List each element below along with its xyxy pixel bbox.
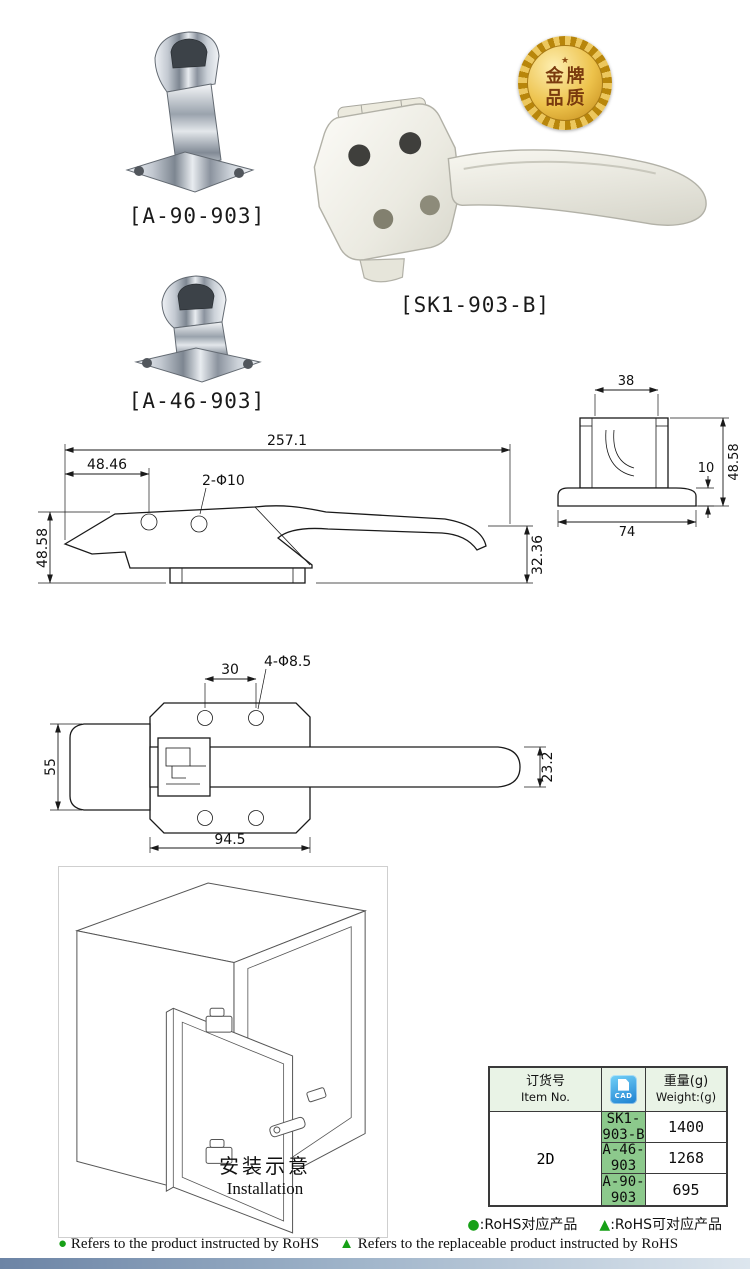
side-view-drawing: 257.1 48.46 2-Φ10 48.58 32.36 bbox=[35, 433, 546, 584]
rohs-triangle-icon: ▲ bbox=[599, 1217, 611, 1233]
installation-caption-en: Installation bbox=[226, 1179, 304, 1198]
installation-panel bbox=[58, 866, 388, 1238]
col-header-item-en: Item No. bbox=[521, 1090, 570, 1105]
dim-keeper-base-width: 74 bbox=[619, 525, 636, 537]
badge-text-bottom: 品质 bbox=[545, 87, 588, 109]
rohs-note-en: ● Refers to the product instructed by Ro… bbox=[58, 1236, 748, 1253]
col-header-weight-en: Weight:(g) bbox=[655, 1090, 717, 1105]
rohs-zh-dot-text: :RoHS对应产品 bbox=[479, 1217, 578, 1233]
dim-arm-width: 23.2 bbox=[540, 751, 555, 782]
dim-hole-spacing: 30 bbox=[221, 662, 239, 678]
footer-gradient-bar bbox=[0, 1258, 750, 1269]
dim-hole-callout: 2-Φ10 bbox=[202, 473, 245, 489]
installation-caption-zh: 安装示意 bbox=[219, 1154, 311, 1178]
gold-quality-badge: ★ 金牌 品质 bbox=[518, 36, 612, 130]
rohs-zh-tri-text: :RoHS可对应产品 bbox=[610, 1217, 722, 1233]
installation-drawing bbox=[75, 882, 367, 1234]
spec-table: 订货号 Item No. CAD 重量(g) Weight:(g) SK1-90… bbox=[488, 1066, 728, 1207]
rohs-triangle-icon-en: ▲ bbox=[339, 1236, 354, 1252]
weight-cell-1400: 1400 bbox=[646, 1112, 726, 1143]
rohs-dot-icon-en: ● bbox=[58, 1236, 68, 1252]
cad-icon-label: CAD bbox=[614, 1091, 633, 1100]
top-view-drawing: 30 4-Φ8.5 55 23.2 94.5 bbox=[43, 654, 555, 853]
photo-keeper-a90 bbox=[125, 31, 255, 193]
dim-plate-width: 94.5 bbox=[214, 832, 245, 848]
dim-hole-offset: 48.46 bbox=[87, 457, 127, 473]
rohs-dot-icon: ● bbox=[467, 1217, 480, 1233]
installation-caption: 安装示意 Installation bbox=[170, 1150, 360, 1199]
cad-type-cell: 2D bbox=[490, 1112, 602, 1205]
keeper-view-drawing: 38 10 48.58 74 bbox=[557, 374, 742, 537]
badge-star-icon: ★ bbox=[560, 55, 570, 66]
weight-cell-695: 695 bbox=[646, 1174, 726, 1205]
label-a46-903: [A-46-903] bbox=[128, 389, 266, 413]
item-cell-a90-903: A-90-903 bbox=[602, 1173, 646, 1206]
col-header-item-zh: 订货号 bbox=[525, 1074, 565, 1090]
col-header-weight-zh: 重量(g) bbox=[663, 1074, 709, 1090]
col-header-cad: CAD bbox=[602, 1068, 646, 1112]
dim-keeper-step: 10 bbox=[698, 461, 715, 476]
item-cell-a46-903: A-46-903 bbox=[602, 1142, 646, 1174]
cad-icon: CAD bbox=[610, 1075, 637, 1104]
badge-text-top: 金牌 bbox=[545, 65, 588, 87]
dim-holes-callout: 4-Φ8.5 bbox=[264, 654, 311, 670]
col-header-item: 订货号 Item No. bbox=[490, 1068, 602, 1112]
rohs-en-tri-text: Refers to the replaceable product instru… bbox=[357, 1236, 679, 1252]
photo-keeper-a46 bbox=[134, 275, 262, 383]
dim-keeper-top-width: 38 bbox=[618, 374, 635, 389]
dim-keeper-height: 48.58 bbox=[727, 443, 742, 480]
dim-height-left: 48.58 bbox=[35, 528, 51, 568]
photo-handle-sk1 bbox=[313, 97, 707, 283]
rohs-note-zh: ●:RoHS对应产品 ▲:RoHS可对应产品 bbox=[360, 1214, 722, 1234]
label-a90-903: [A-90-903] bbox=[128, 204, 266, 228]
dim-height-right: 32.36 bbox=[530, 535, 546, 575]
label-sk1-903-b: [SK1-903-B] bbox=[399, 293, 551, 317]
weight-cell-1268: 1268 bbox=[646, 1143, 726, 1174]
col-header-weight: 重量(g) Weight:(g) bbox=[646, 1068, 726, 1112]
item-cell-sk1-903-b: SK1-903-B bbox=[602, 1111, 646, 1143]
cad-page-glyph bbox=[618, 1078, 629, 1091]
gold-badge-face: ★ 金牌 品质 bbox=[527, 45, 603, 121]
dim-grip-width: 55 bbox=[43, 758, 59, 776]
dim-total-length: 257.1 bbox=[267, 433, 307, 449]
rohs-en-dot-text: Refers to the product instructed by RoHS bbox=[70, 1236, 320, 1252]
